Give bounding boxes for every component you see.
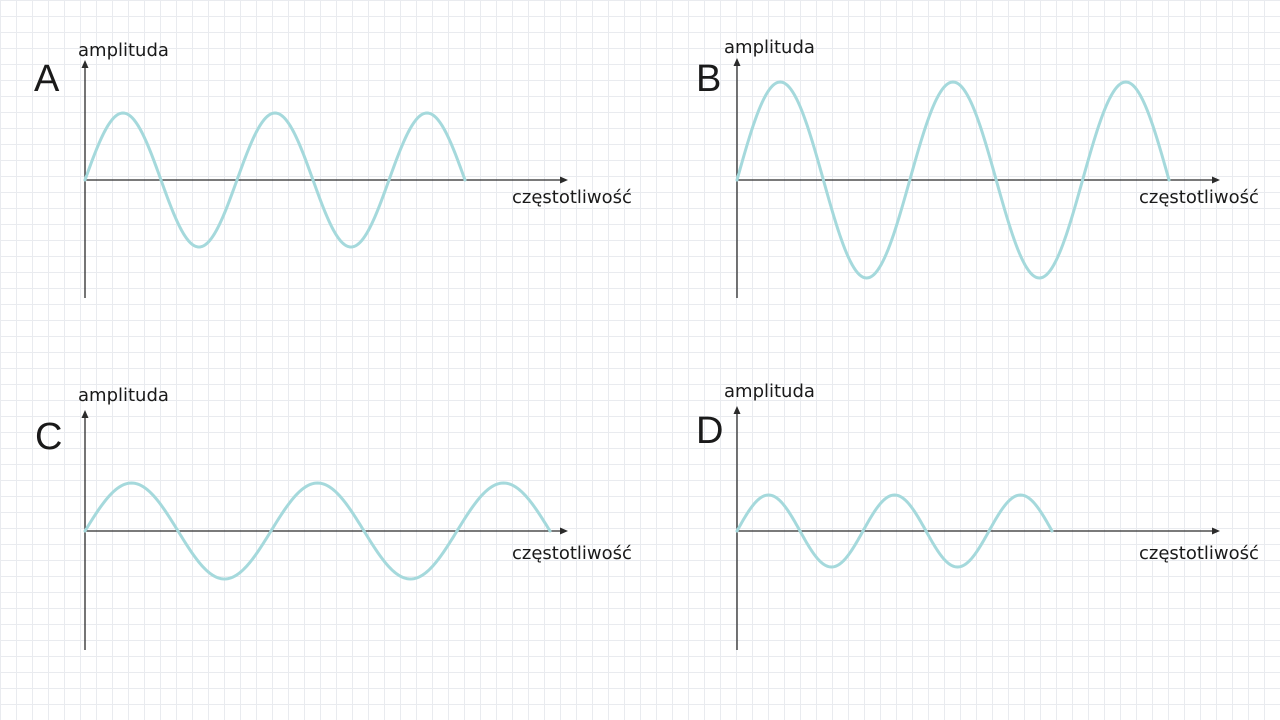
wave-curve	[83, 481, 552, 581]
x-axis-label: częstotliwość	[1139, 187, 1259, 208]
x-axis-arrow	[1212, 176, 1220, 184]
wave-curve	[735, 80, 1171, 280]
panel-letter: D	[696, 410, 723, 452]
y-axis-label: amplituda	[724, 381, 815, 402]
y-axis-label: amplituda	[78, 385, 169, 406]
y-axis-label: amplituda	[78, 40, 169, 61]
y-axis-arrow	[733, 58, 741, 66]
y-axis-label: amplituda	[724, 37, 815, 58]
x-axis-arrow	[560, 176, 568, 184]
panel-c: C amplituda częstotliwość	[35, 385, 632, 650]
x-axis-arrow	[560, 527, 568, 535]
panel-letter: A	[34, 58, 60, 100]
y-axis-arrow	[81, 410, 89, 418]
y-axis-arrow	[733, 406, 741, 414]
x-axis-arrow	[1212, 527, 1220, 535]
y-axis-arrow	[81, 60, 89, 68]
panel-d: D amplituda częstotliwość	[696, 381, 1259, 650]
panel-a: A amplituda częstotliwość	[34, 40, 632, 298]
wave-curve	[735, 493, 1054, 569]
panel-letter: B	[696, 58, 721, 100]
panel-letter: C	[35, 416, 62, 458]
x-axis-label: częstotliwość	[1139, 543, 1259, 564]
panel-b: B amplituda częstotliwość	[696, 37, 1259, 298]
x-axis-label: częstotliwość	[512, 543, 632, 564]
wave-curve	[83, 111, 467, 249]
x-axis-label: częstotliwość	[512, 187, 632, 208]
